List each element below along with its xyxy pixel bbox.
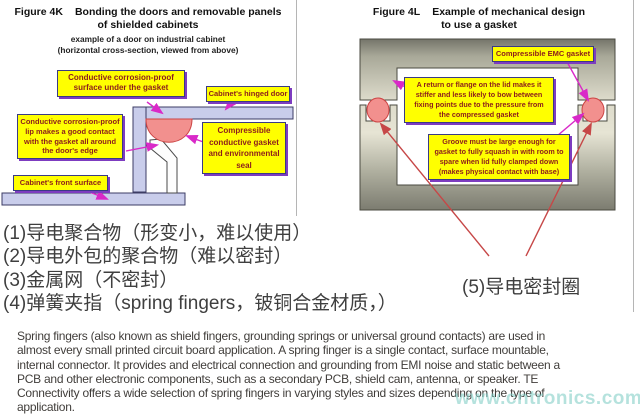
figure-4k-heading: Bonding the doors and removable panels: [74, 6, 282, 18]
site-watermark: www.cntronics.com: [455, 388, 640, 409]
callout-hinged-door: Cabinet's hinged door: [206, 86, 290, 102]
callout-surface-under-gasket: Conductive corrosion-proof surface under…: [57, 70, 185, 97]
note-item-3: (3)金属网（不密封）: [3, 269, 179, 291]
arrow-front-surface: [86, 190, 109, 200]
figure-4k-title-line2: of shielded cabinets: [97, 19, 199, 31]
spring-fingers-paragraph: Spring fingers (also known as shield fin…: [17, 329, 560, 415]
arrow-lip: [125, 142, 160, 152]
gasket-type-notes: (1)导电聚合物（形变小，难以使用） (2)导电外包的聚合物（难以密封） (3)…: [3, 222, 397, 316]
arrow-seal-left: [379, 122, 490, 257]
note-item-2: (2)导电外包的聚合物（难以密封）: [3, 246, 293, 268]
note-item-4: (4)弹簧夹指（spring fingers，铍铜合金材质，）: [3, 293, 397, 315]
figure-4k-subtitle-line2: (horizontal cross-section, viewed from a…: [57, 44, 239, 55]
cabinet-front-panel: [1, 192, 186, 206]
callout-corrosion-proof-lip: Conductive corrosion-proof lip makes a g…: [17, 114, 123, 159]
callout-groove: Groove must be large enough for gasket t…: [428, 134, 570, 181]
seal-ring-arrows: [379, 122, 592, 257]
callout-front-surface: Cabinet's front surface: [13, 175, 108, 191]
figure-4l-title: Figure 4L Example of mechanical design to…: [336, 6, 622, 32]
figure-4k-title-line1: Figure 4K Bonding the doors and removable…: [0, 6, 296, 19]
note-item-1: (1)导电聚合物（形变小，难以使用）: [3, 223, 312, 244]
callout-compressible-gasket: Compressible conductive gasket and envir…: [202, 122, 286, 175]
figure-4l-heading: Example of mechanical design: [432, 6, 586, 18]
corrosion-proof-lip-shape: [149, 138, 178, 194]
figure-4l-title-line2: to use a gasket: [441, 19, 517, 31]
callout-emc-gasket: Compressible EMC gasket: [492, 46, 594, 62]
note-item-5: (5)导电密封圈: [462, 277, 581, 298]
arrow-surface: [146, 101, 164, 115]
arrow-emc-gasket: [565, 59, 590, 102]
conductive-gasket-shape: [145, 118, 193, 143]
emc-gasket-right-shape: [581, 97, 605, 123]
emc-gasket-left-shape: [366, 97, 390, 123]
figure-4k-label: Figure 4K: [14, 6, 63, 18]
figure-4l-title-line1: Figure 4L Example of mechanical design: [336, 6, 622, 19]
callout-return-flange: A return or flange on the lid makes it s…: [404, 77, 554, 124]
figure-4k-subtitle-line1: example of a door on industrial cabinet: [70, 34, 226, 44]
arrow-seal-right: [525, 122, 592, 257]
figure-4l-label: Figure 4L: [372, 6, 421, 18]
figure-4k-title: Figure 4K Bonding the doors and removable…: [0, 6, 296, 55]
arrow-groove: [556, 112, 585, 137]
